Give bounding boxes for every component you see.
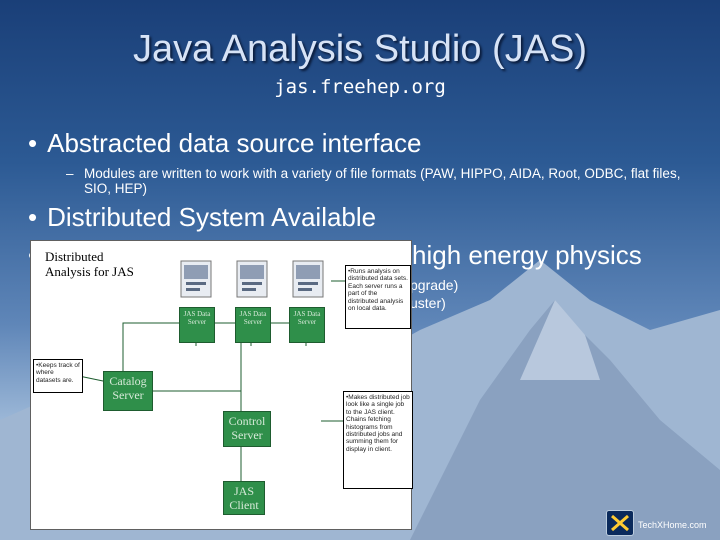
partial-sub-text-2: uster) (410, 295, 446, 311)
note-catalog: •Keeps track of where datasets are. (33, 359, 83, 393)
bullet-dot: • (28, 202, 38, 232)
distributed-analysis-diagram: Distributed Analysis for JAS JAS Data Se… (30, 240, 413, 530)
techxhome-logo-icon (606, 510, 634, 536)
control-server: Control Server (223, 411, 271, 447)
diagram-title-line-1: Distributed (45, 249, 104, 264)
data-server-1: JAS Data Server (179, 307, 215, 343)
partial-sub-text-1: pgrade) (410, 277, 459, 293)
dataset-icon (236, 260, 268, 298)
jas-client: JAS Client (223, 481, 265, 515)
footer-site-name: TechXHome.com (638, 520, 707, 530)
catalog-server: Catalog Server (103, 371, 153, 411)
note-control-server: •Makes distributed job look like a singl… (343, 391, 413, 489)
data-server-3: JAS Data Server (289, 307, 325, 343)
note-data-servers: •Runs analysis on distributed data sets.… (345, 265, 411, 329)
sub-bullet-1: – Modules are written to work with a var… (66, 166, 694, 196)
diagram-title-line-2: Analysis for JAS (45, 264, 134, 279)
slide-subtitle-url: jas.freehep.org (274, 76, 446, 98)
bullet-3-text-visible: high energy physics (412, 240, 642, 270)
diagram-title: Distributed Analysis for JAS (45, 249, 155, 279)
sub-bullet-1-text: Modules are written to work with a varie… (84, 166, 681, 196)
bullet-2: • Distributed System Available (28, 202, 376, 233)
dataset-icon (292, 260, 324, 298)
data-server-2: JAS Data Server (235, 307, 271, 343)
bullet-1: • Abstracted data source interface (28, 128, 421, 159)
bullet-1-text: Abstracted data source interface (47, 128, 422, 158)
dataset-icon (180, 260, 212, 298)
bullet-dot: • (28, 128, 38, 158)
sub-bullet-dash: – (66, 166, 74, 181)
bullet-2-text: Distributed System Available (47, 202, 377, 232)
slide-title: Java Analysis Studio (JAS) (132, 28, 588, 70)
